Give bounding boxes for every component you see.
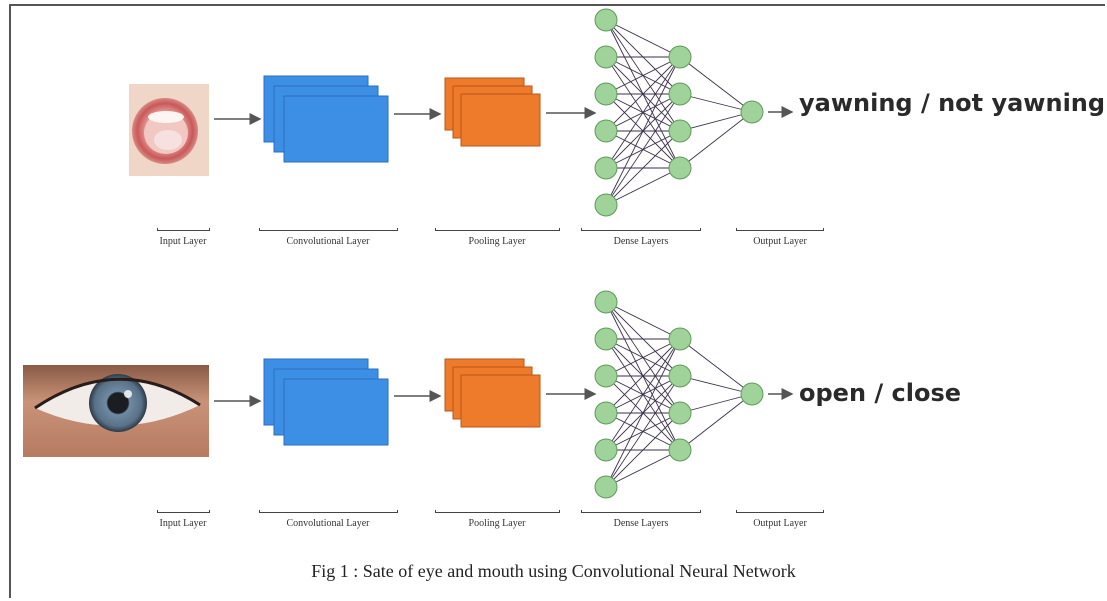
dense-network (594, 8, 764, 217)
dense-node-layer2 (668, 364, 692, 388)
dense-node-layer1 (594, 327, 618, 351)
label-pool-layer: Pooling Layer (468, 236, 526, 247)
network-edge (605, 301, 681, 340)
network-edge (605, 56, 681, 206)
network-edge (679, 111, 753, 132)
row-eye (23, 290, 794, 499)
bracket-pool (435, 510, 560, 513)
dense-node-layer2 (668, 156, 692, 180)
figure-frame (9, 4, 1105, 598)
label-conv-layer: Convolutional Layer (286, 236, 370, 247)
bracket-input (157, 510, 210, 513)
bracket-output (736, 510, 824, 513)
network-edge (605, 338, 681, 451)
output-node (740, 100, 764, 124)
network-edge (605, 93, 681, 206)
dense-node-layer1 (594, 193, 618, 217)
bracket-pool (435, 228, 560, 231)
bracket-output (736, 228, 824, 231)
label-input-layer: Input Layer (159, 518, 207, 529)
dense-node-layer1 (594, 8, 618, 32)
network-edge (605, 56, 681, 95)
conv-block (263, 358, 389, 446)
network-edge (605, 167, 681, 206)
label-dense-layers: Dense Layers (613, 236, 669, 247)
network-edge (605, 56, 681, 169)
figure-caption: Fig 1 : Sate of eye and mouth using Conv… (311, 561, 796, 581)
output-node (740, 382, 764, 406)
dense-node-layer2 (668, 327, 692, 351)
conv-block (263, 75, 389, 163)
row-mouth (129, 8, 794, 217)
eye-image (23, 365, 209, 457)
output-label-eye: open / close (799, 379, 962, 407)
label-dense-layers: Dense Layers (613, 518, 669, 529)
pool-block (444, 358, 541, 428)
network-edge (679, 56, 753, 113)
bracket-conv (259, 510, 398, 513)
network-edge (605, 338, 681, 488)
dense-node-layer2 (668, 401, 692, 425)
dense-node-layer1 (594, 119, 618, 143)
label-conv-layer: Convolutional Layer (286, 518, 370, 529)
network-edge (679, 93, 753, 113)
output-label-mouth: yawning / not yawning (799, 89, 1106, 117)
dense-node-layer1 (594, 475, 618, 499)
bracket-dense (581, 228, 701, 231)
dense-node-layer2 (668, 45, 692, 69)
network-edge (679, 375, 753, 395)
label-output-layer: Output Layer (753, 236, 807, 247)
network-edge (605, 56, 681, 132)
dense-node-layer2 (668, 82, 692, 106)
label-output-layer: Output Layer (753, 518, 807, 529)
label-input-layer: Input Layer (159, 236, 207, 247)
network-edge (605, 130, 681, 206)
dense-node-layer1 (594, 82, 618, 106)
network-edge (605, 338, 681, 414)
network-edge (679, 393, 753, 414)
network-edge (605, 19, 681, 58)
network-edge (605, 412, 681, 488)
label-pool-layer: Pooling Layer (468, 518, 526, 529)
dense-node-layer1 (594, 438, 618, 462)
mouth-image (129, 84, 209, 176)
dense-node-layer2 (668, 119, 692, 143)
network-edge (605, 449, 681, 488)
pool-block (444, 77, 541, 147)
bracket-conv (259, 228, 398, 231)
network-edge (679, 393, 753, 451)
dense-node-layer1 (594, 156, 618, 180)
dense-node-layer1 (594, 401, 618, 425)
bracket-input (157, 228, 210, 231)
bracket-dense (581, 510, 701, 513)
dense-node-layer2 (668, 438, 692, 462)
network-edge (679, 338, 753, 395)
dense-node-layer1 (594, 45, 618, 69)
network-edge (605, 338, 681, 377)
dense-node-layer1 (594, 290, 618, 314)
dense-network (594, 290, 764, 499)
network-edge (605, 375, 681, 488)
dense-node-layer1 (594, 364, 618, 388)
network-edge (679, 111, 753, 169)
